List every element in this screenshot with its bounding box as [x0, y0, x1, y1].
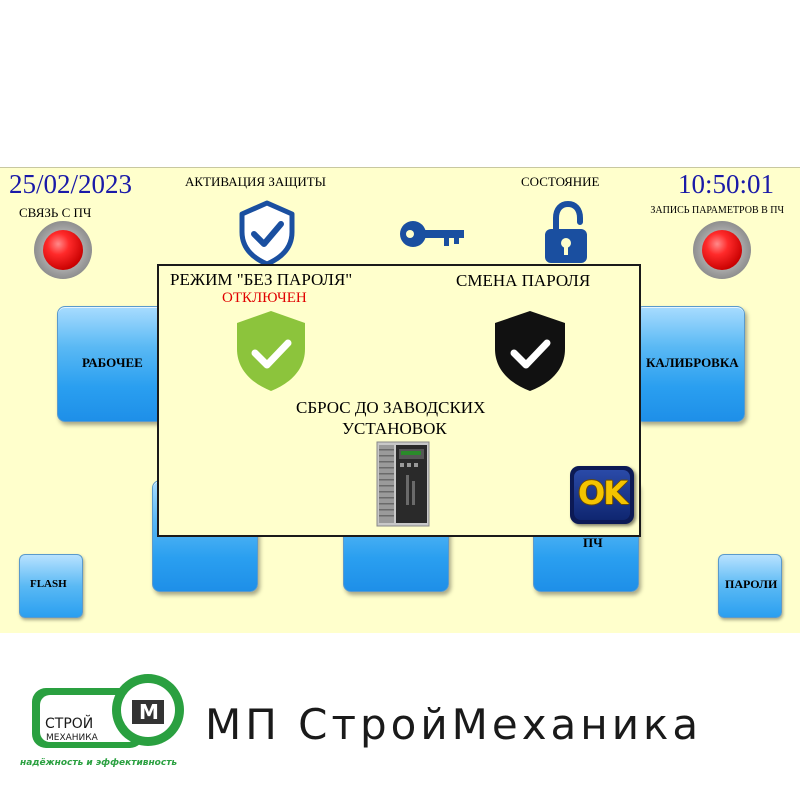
- company-logo: [32, 674, 184, 748]
- company-slogan: надёжность и эффективность: [20, 758, 178, 768]
- logo-line1: СТРОЙ: [45, 716, 94, 732]
- key-icon[interactable]: [398, 218, 466, 250]
- date-display: 25/02/2023: [9, 169, 133, 199]
- state-label: СОСТОЯНИЕ: [521, 174, 600, 189]
- time-display: 10:50:01: [677, 169, 774, 199]
- no-password-mode-state: ОТКЛЮЧЕН: [222, 290, 307, 306]
- flash-button[interactable]: [19, 554, 83, 618]
- flash-button-label: FLASH: [30, 578, 67, 590]
- ok-button-label: OK: [578, 474, 628, 512]
- logo-line2: МЕХАНИКА: [46, 733, 98, 743]
- unlocked-padlock-icon[interactable]: [542, 201, 590, 265]
- factory-reset-label-line2: УСТАНОВОК: [342, 419, 447, 438]
- company-brand-name: МП СтройМеханика: [205, 700, 703, 749]
- calibration-button[interactable]: [635, 306, 745, 422]
- protection-label: АКТИВАЦИЯ ЗАЩИТЫ: [185, 174, 327, 189]
- no-password-toggle-shield-icon[interactable]: [235, 309, 307, 393]
- work-button[interactable]: [57, 306, 167, 422]
- change-password-label: СМЕНА ПАРОЛЯ: [456, 271, 591, 290]
- work-button-label: РАБОЧЕЕ: [82, 355, 143, 370]
- link-label: СВЯЗЬ С ПЧ: [19, 205, 92, 220]
- frequency-converter-device-icon[interactable]: [376, 441, 430, 527]
- param-write-label: ЗАПИСЬ ПАРАМЕТРОВ В ПЧ: [650, 205, 784, 216]
- no-password-mode-title: РЕЖИМ "БЕЗ ПАРОЛЯ": [170, 270, 353, 289]
- link-status-lamp: [34, 221, 92, 279]
- calibration-button-label: КАЛИБРОВКА: [646, 355, 739, 370]
- factory-reset-label-line1: СБРОС ДО ЗАВОДСКИХ: [296, 398, 486, 417]
- change-password-shield-icon[interactable]: [493, 309, 567, 393]
- passwords-button[interactable]: [718, 554, 782, 618]
- ok-button[interactable]: OK: [570, 466, 634, 524]
- shield-icon[interactable]: [237, 200, 297, 266]
- logo-mark: М: [139, 700, 159, 724]
- ok-button-face: [574, 470, 630, 520]
- passwords-button-label: ПАРОЛИ: [725, 577, 778, 591]
- frequency-converter-button-label: ПЧ: [583, 535, 603, 550]
- param-write-status-lamp: [693, 221, 751, 279]
